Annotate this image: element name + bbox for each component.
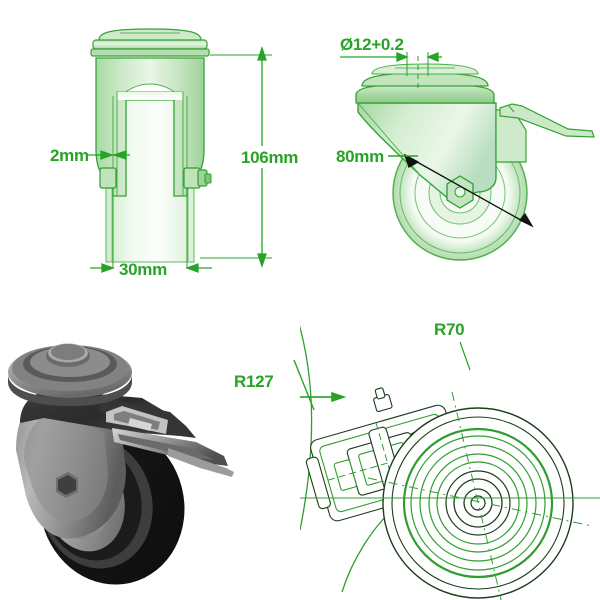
dimension-label-wheel-radius: R70 [434, 320, 464, 339]
leader-r127 [300, 392, 347, 402]
front-view-geometry [90, 28, 212, 263]
dimension-wheel-80mm [403, 153, 534, 228]
photo-fork [16, 393, 126, 539]
dimension-label-tread: 30mm [119, 260, 167, 279]
photo-brake-lever [106, 406, 234, 477]
plan-geometry [300, 325, 600, 600]
yoke-body [357, 102, 527, 201]
dimension-label-wheel: 80mm [336, 147, 384, 166]
dimension-tread-30mm [90, 190, 212, 273]
plan-wheel [382, 407, 574, 599]
top-plate [90, 28, 210, 57]
front-elevation-view: 106mm 2mm 30mm [0, 0, 300, 300]
axle-nut [446, 175, 474, 209]
dimension-label-height: 106mm [241, 148, 298, 167]
photo-geometry [8, 343, 234, 585]
dimension-bolthole-12 [340, 52, 442, 88]
photo-top-plate [8, 343, 132, 406]
axle-hardware [99, 167, 212, 189]
brake-lever [499, 103, 595, 138]
product-photograph [0, 300, 300, 600]
plan-cad-view: R127 R70 [300, 300, 600, 600]
plan-centrelines [300, 391, 600, 600]
plan-stud [373, 387, 393, 413]
side-elevation-view: Ø12+0.2 80mm [300, 0, 600, 300]
top-plate-side [355, 63, 495, 104]
dimension-label-thickness: 2mm [50, 146, 89, 165]
dimension-thickness-2mm [86, 150, 130, 160]
dimension-height-106mm [200, 45, 286, 269]
side-view-geometry [355, 63, 595, 261]
leader-r70 [459, 341, 471, 371]
dimension-label-bolthole: Ø12+0.2 [340, 35, 404, 54]
